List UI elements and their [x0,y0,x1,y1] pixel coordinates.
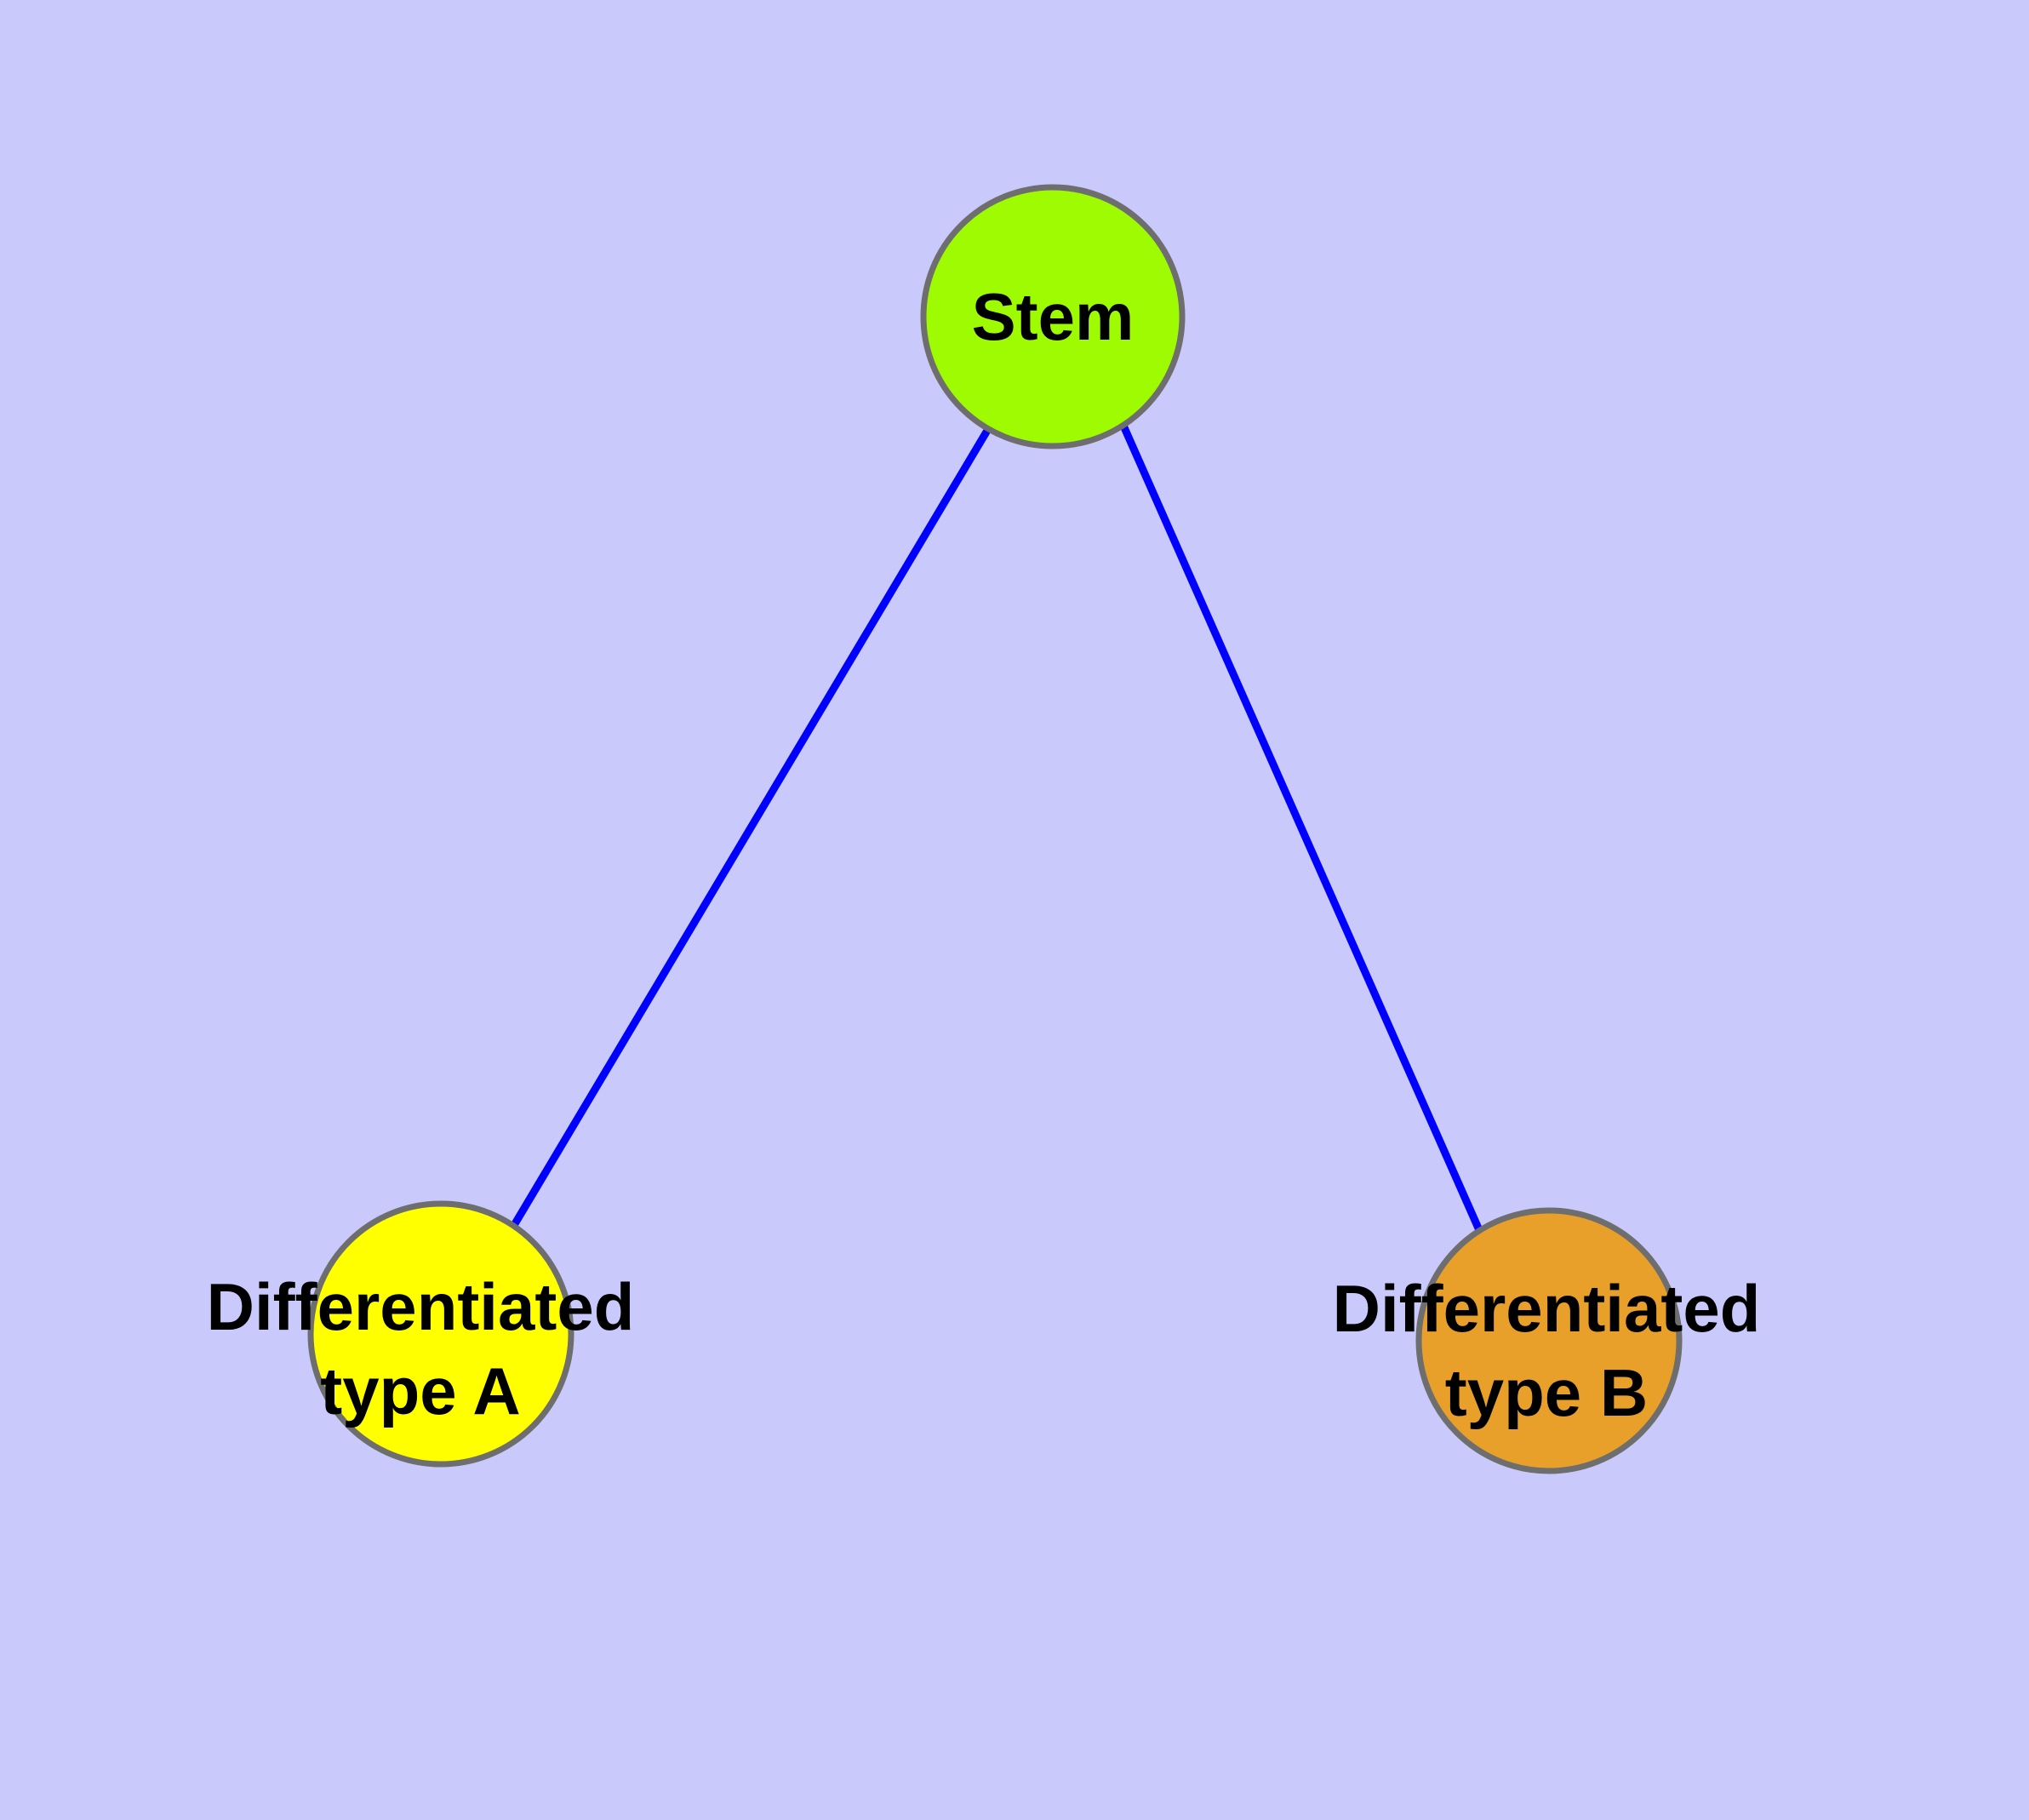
node-differentiated-type-a-circle[interactable] [307,1200,574,1468]
node-stem-label: Stem [972,279,1135,354]
node-stem-circle[interactable] [920,184,1186,449]
node-differentiated-type-b-label-line-2: type B [1445,1355,1648,1430]
node-differentiated-type-b-circle[interactable] [1415,1207,1683,1474]
node-layer [307,184,1683,1474]
edge-stem-to-differentiated-type-a[interactable] [510,426,992,1229]
label-layer: Stem Differentiated type A Differentiate… [207,279,1761,1430]
node-differentiated-type-a[interactable] [307,1200,574,1468]
node-differentiated-type-a-label-line-1: Differentiated [207,1269,635,1344]
node-stem[interactable] [920,184,1186,449]
edge-stem-to-differentiated-type-b[interactable] [1119,424,1483,1232]
node-differentiated-type-b-label-line-1: Differentiated [1333,1271,1761,1346]
node-differentiated-type-a-label-line-2: type A [320,1354,521,1428]
edge-layer [510,424,1483,1232]
node-differentiated-type-b[interactable] [1415,1207,1683,1474]
